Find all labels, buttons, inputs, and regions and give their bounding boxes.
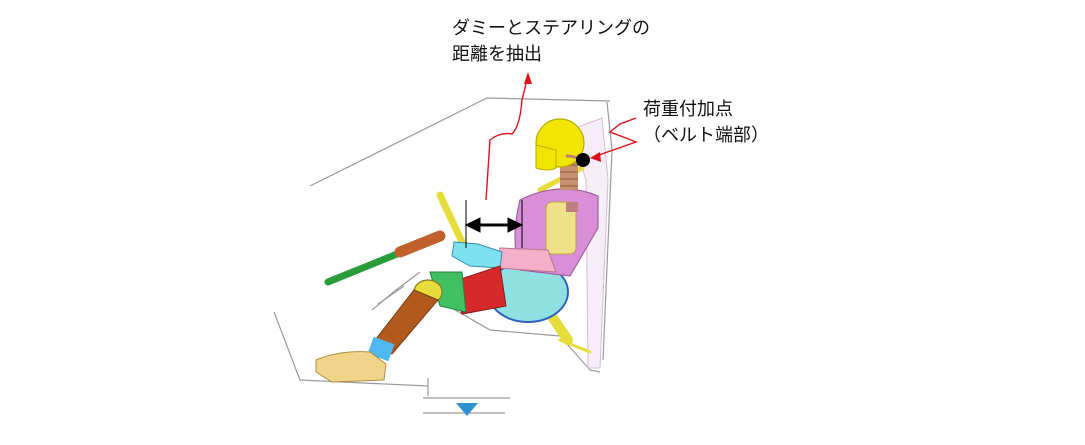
leader-arrow-load bbox=[590, 152, 601, 162]
shin bbox=[371, 289, 439, 355]
foot bbox=[315, 351, 387, 383]
load-point-annotation-line2: （ベルト端部） bbox=[643, 125, 769, 146]
floor-front bbox=[273, 311, 429, 387]
roof-line bbox=[309, 97, 611, 187]
distance-annotation-line2: 距離を抽出 bbox=[452, 44, 542, 65]
leader-arrow-distance bbox=[524, 72, 532, 84]
steering-column bbox=[324, 230, 446, 286]
leader-line-distance bbox=[485, 75, 529, 201]
leader-line-load bbox=[595, 117, 638, 157]
hand bbox=[451, 241, 503, 269]
dash-line-2 bbox=[377, 285, 405, 305]
upper-arm bbox=[497, 247, 557, 273]
floor-marker bbox=[456, 403, 478, 416]
load-point-annotation-line1: 荷重付加点 bbox=[643, 99, 733, 120]
torso-panel bbox=[545, 201, 577, 255]
distance-annotation-line1: ダミーとステアリングの bbox=[452, 18, 650, 39]
load-point-marker bbox=[576, 153, 590, 167]
vehicle-frame bbox=[273, 97, 613, 414]
neck bbox=[560, 160, 578, 190]
distance-measure bbox=[464, 200, 524, 248]
torso-tag bbox=[566, 202, 578, 212]
distance-annotation: ダミーとステアリングの 距離を抽出 bbox=[452, 16, 650, 68]
load-point-annotation: 荷重付加点 （ベルト端部） bbox=[643, 97, 769, 149]
